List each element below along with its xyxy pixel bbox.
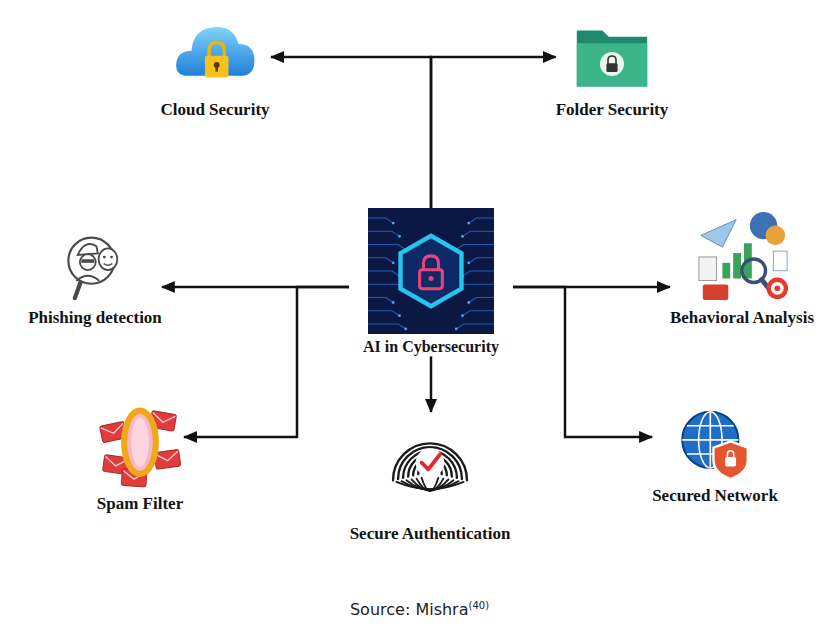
- node-label: Folder Security: [556, 100, 669, 120]
- arrow-connector: [184, 287, 349, 437]
- source-caption: Source: Mishra: [350, 600, 469, 619]
- node-icon: [59, 226, 131, 304]
- node-label: Cloud Security: [159, 100, 271, 120]
- node-icon: [388, 412, 472, 520]
- node-label: Spam Filter: [96, 494, 184, 514]
- central-node: AI in Cybersecurity: [349, 208, 513, 356]
- node-label: Behavioral Analysis: [670, 308, 814, 328]
- folder-security-node: Folder Security: [556, 16, 669, 120]
- node-label: Secured Network: [652, 486, 778, 506]
- node-label: Phishing detection: [28, 308, 162, 328]
- network-node: Secured Network: [652, 404, 778, 506]
- node-label: AI in Cybersecurity: [349, 338, 513, 356]
- cloud-security-node: Cloud Security: [159, 12, 271, 120]
- node-icon: [676, 404, 754, 482]
- arrow-connector: [431, 57, 556, 208]
- node-icon: [96, 398, 184, 490]
- node-icon: [680, 206, 804, 304]
- node-label: Secure Authentication: [350, 524, 511, 544]
- behavior-node: Behavioral Analysis: [670, 206, 814, 328]
- arrow-connector: [271, 57, 431, 208]
- authentication-node: Secure Authentication: [350, 412, 511, 544]
- caption-row: Source: Mishra(40): [0, 600, 839, 619]
- spam-filter-node: Spam Filter: [96, 398, 184, 514]
- node-icon: [571, 16, 653, 96]
- arrow-connector: [513, 287, 652, 437]
- arrow-connector: [430, 356, 433, 412]
- phishing-node: Phishing detection: [28, 226, 162, 328]
- node-icon: [159, 12, 271, 96]
- node-icon: [349, 208, 513, 334]
- reference-number: (40): [469, 600, 490, 611]
